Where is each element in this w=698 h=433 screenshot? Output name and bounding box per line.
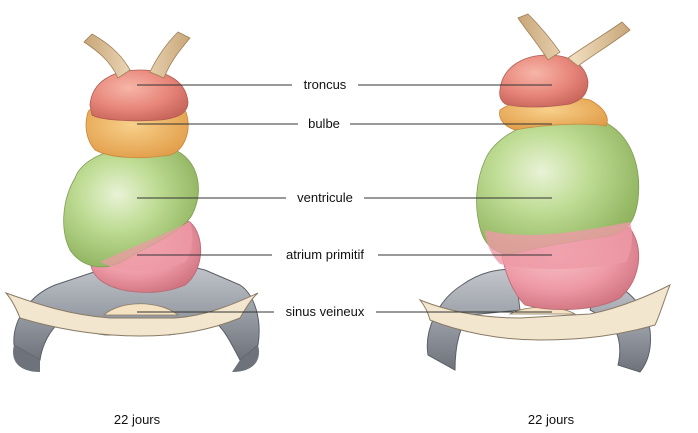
right-aortic-arches [517, 13, 631, 67]
label-troncus: troncus [303, 77, 347, 92]
caption-right: 22 jours [527, 412, 575, 427]
label-bulbe: bulbe [308, 116, 340, 131]
left-aortic-arches [83, 31, 191, 79]
label-ventricule: ventricule [297, 190, 353, 205]
leader-lines [137, 84, 552, 313]
left-heart [4, 31, 260, 372]
label-atrium-primitif: atrium primitif [285, 247, 365, 262]
right-troncus [499, 54, 589, 108]
right-heart [418, 13, 671, 373]
left-troncus [89, 69, 189, 122]
label-sinus-veineux: sinus veineux [285, 304, 365, 319]
caption-left: 22 jours [113, 412, 161, 427]
